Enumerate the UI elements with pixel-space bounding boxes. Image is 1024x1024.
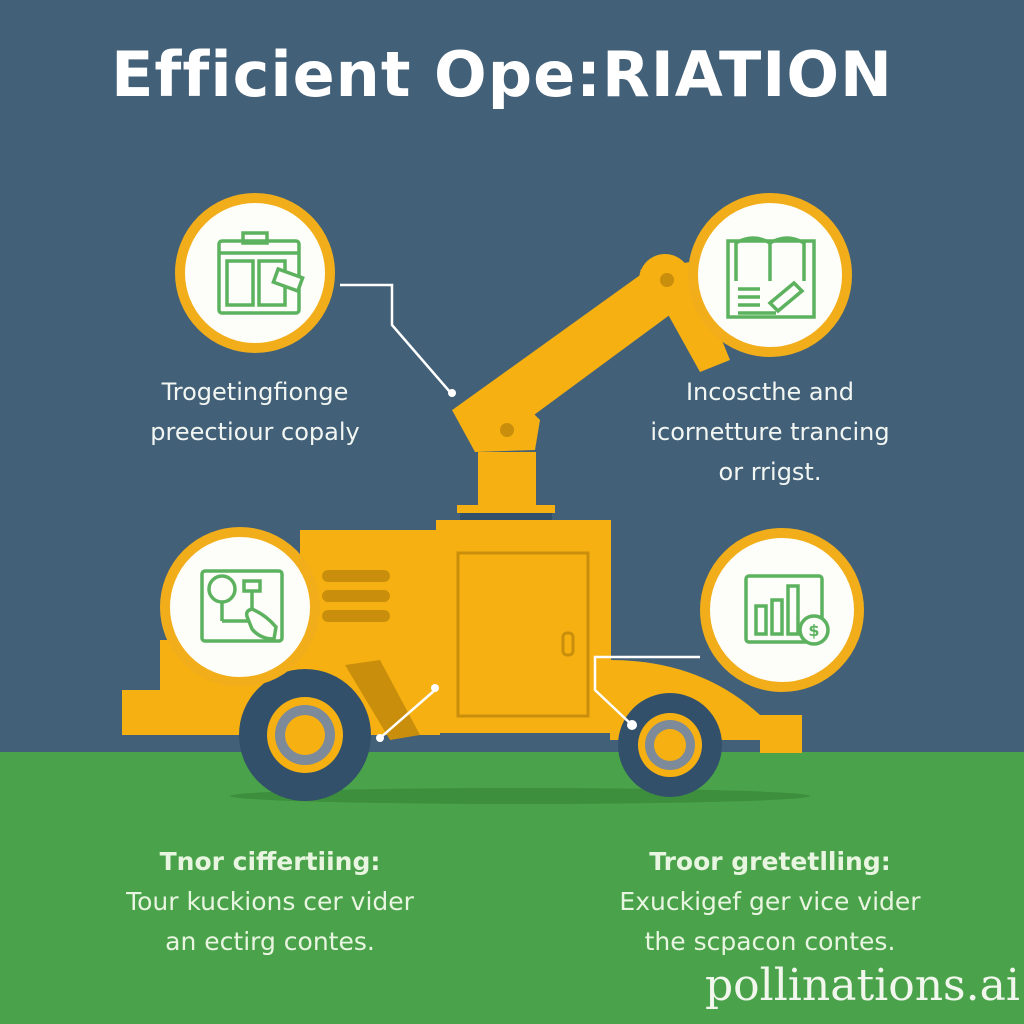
- callout-text-top-left: Trogetingfionge preectiour copaly: [150, 378, 360, 446]
- bottom-left-heading: Tnor ciffertiing:: [159, 847, 381, 876]
- front-wheel: [618, 693, 722, 797]
- watermark: pollinations.ai: [705, 960, 1020, 1011]
- bar-chart-dollar-icon: $: [744, 574, 830, 646]
- callout-text-top-right: Incoscthe and icornetture trancing or rr…: [650, 378, 890, 486]
- callout-circle-middle-right: $: [700, 528, 864, 692]
- callout-text-bottom-right: Troor gretetlling: Exuckigef ger vice vi…: [590, 842, 950, 962]
- callout-circle-top-left: [175, 193, 335, 353]
- callout-circle-top-right: [688, 193, 852, 357]
- window-panel-icon: [217, 231, 305, 315]
- page-title: Efficient Ope:RIATION: [111, 38, 893, 111]
- touch-control-panel-icon: [200, 569, 284, 643]
- callout-circle-middle-left: [160, 527, 320, 687]
- robotic-arm: [452, 254, 730, 513]
- svg-text:$: $: [808, 621, 819, 640]
- rear-wheel: [239, 669, 371, 801]
- callout-text-bottom-left: Tnor ciffertiing: Tour kuckions cer vide…: [95, 842, 445, 962]
- open-book-pencil-icon: [726, 236, 816, 319]
- bottom-right-heading: Troor gretetlling:: [649, 847, 891, 876]
- connector-lines: [340, 283, 700, 739]
